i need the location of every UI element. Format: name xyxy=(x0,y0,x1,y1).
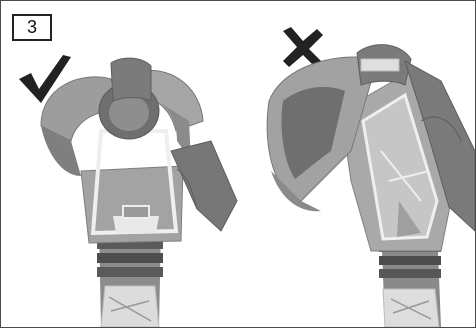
hand xyxy=(111,58,151,101)
strap xyxy=(97,253,163,263)
shoe xyxy=(383,289,439,327)
step-number-badge: 3 xyxy=(12,14,52,41)
cross-icon xyxy=(283,27,323,67)
strap xyxy=(379,269,441,278)
incorrect-panel xyxy=(267,27,475,327)
correct-panel xyxy=(19,55,237,327)
strap xyxy=(97,267,163,277)
strap xyxy=(379,256,441,265)
